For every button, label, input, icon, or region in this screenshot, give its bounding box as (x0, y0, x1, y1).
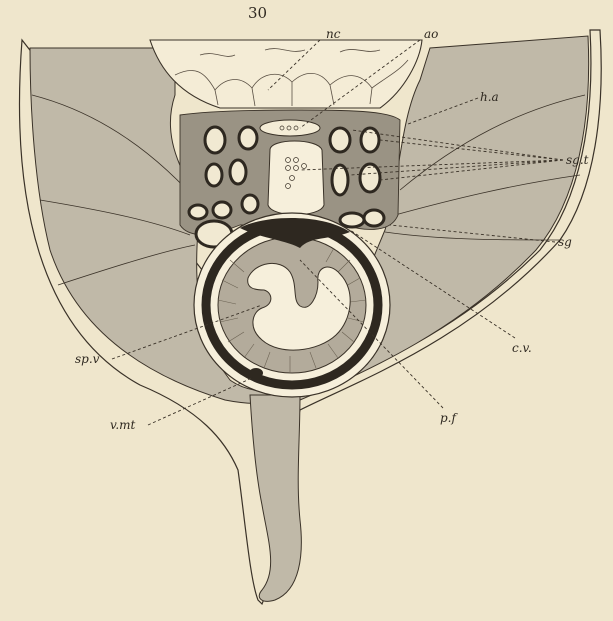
label-spv: sp.v (75, 352, 100, 366)
aorta (260, 120, 320, 136)
label-sg: sg (558, 235, 572, 249)
mesenteric-vein (249, 368, 263, 378)
figure-number: 30 (248, 4, 267, 22)
label-ha: h.a (480, 90, 499, 104)
label-ao: ao (424, 27, 438, 41)
label-cv: c.v. (512, 341, 532, 355)
label-sgt: sg.t (566, 153, 589, 167)
label-nc: nc (326, 27, 341, 41)
label-vmt: v.mt (110, 418, 136, 432)
vessel-lumen (268, 141, 324, 215)
label-pf: p.f (440, 411, 458, 425)
